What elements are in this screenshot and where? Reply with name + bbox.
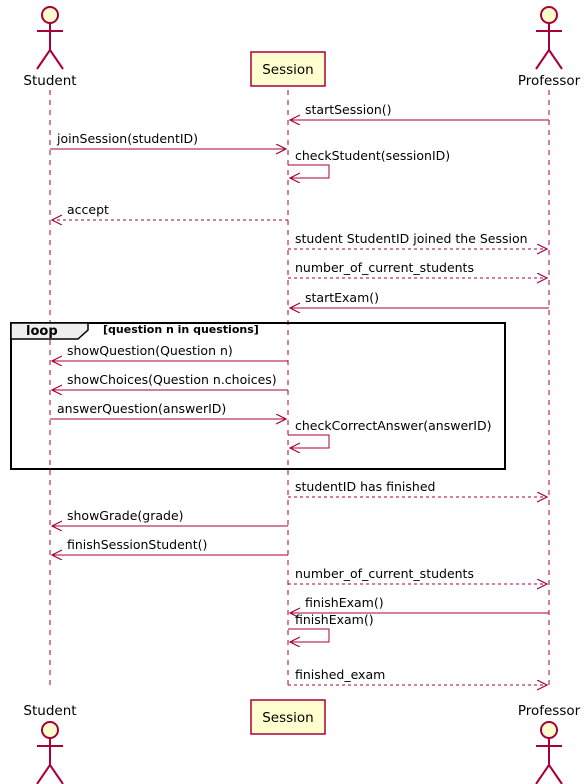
message-label: showGrade(grade) (67, 508, 184, 523)
professor-name-top: Professor (518, 73, 581, 89)
message-9: showChoices(Question n.choices) (52, 372, 288, 390)
message-4: accept (52, 202, 288, 220)
message-3: checkStudent(sessionID) (288, 148, 450, 178)
professor-actor-bottom: Professor (518, 703, 581, 784)
loop-condition: [question n in questions] (103, 323, 259, 336)
message-arrow (288, 164, 330, 178)
message-label: checkCorrectAnswer(answerID) (295, 418, 491, 433)
session-participant-top: Session (250, 51, 326, 87)
message-12: studentID has finished (288, 479, 547, 497)
message-1: startSession() (290, 102, 549, 120)
message-2: joinSession(studentID) (50, 131, 286, 149)
message-6: number_of_current_students (288, 260, 547, 278)
session-name-bottom: Session (262, 710, 314, 726)
message-label: joinSession(studentID) (56, 131, 198, 146)
message-label: answerQuestion(answerID) (57, 401, 226, 416)
professor-actor-top: Professor (518, 6, 581, 89)
message-label: startSession() (305, 102, 392, 117)
message-11: checkCorrectAnswer(answerID) (288, 418, 491, 448)
loop-keyword: loop (26, 324, 58, 339)
message-label: accept (67, 202, 109, 217)
message-15: number_of_current_students (288, 566, 547, 584)
message-arrow (288, 434, 330, 448)
loop-fragment: loop [question n in questions] (10, 322, 506, 470)
message-label: finishExam() (295, 612, 374, 627)
message-8: showQuestion(Question n) (52, 343, 288, 361)
message-label: showQuestion(Question n) (67, 343, 233, 358)
student-name-bottom: Student (23, 703, 76, 719)
student-actor-bottom: Student (23, 703, 77, 784)
message-16: finishExam() (290, 595, 549, 613)
message-label: showChoices(Question n.choices) (67, 372, 277, 387)
student-actor-top: Student (23, 6, 77, 89)
message-label: student StudentID joined the Session (295, 231, 528, 246)
session-participant-bottom: Session (250, 699, 326, 735)
message-14: finishSessionStudent() (52, 537, 288, 555)
message-label: number_of_current_students (295, 566, 474, 581)
session-name-top: Session (262, 62, 314, 78)
student-name-top: Student (23, 73, 76, 89)
message-label: finished_exam (295, 667, 385, 682)
message-label: finishExam() (305, 595, 384, 610)
message-5: student StudentID joined the Session (288, 231, 547, 249)
message-arrow (288, 628, 330, 642)
message-label: checkStudent(sessionID) (295, 148, 450, 163)
message-10: answerQuestion(answerID) (50, 401, 286, 419)
professor-name-bottom: Professor (518, 703, 581, 719)
message-label: startExam() (305, 290, 379, 305)
message-label: number_of_current_students (295, 260, 474, 275)
message-18: finished_exam (288, 667, 547, 685)
message-label: finishSessionStudent() (67, 537, 207, 552)
message-7: startExam() (290, 290, 549, 308)
message-label: studentID has finished (295, 479, 435, 494)
message-13: showGrade(grade) (52, 508, 288, 526)
message-17: finishExam() (288, 612, 374, 642)
